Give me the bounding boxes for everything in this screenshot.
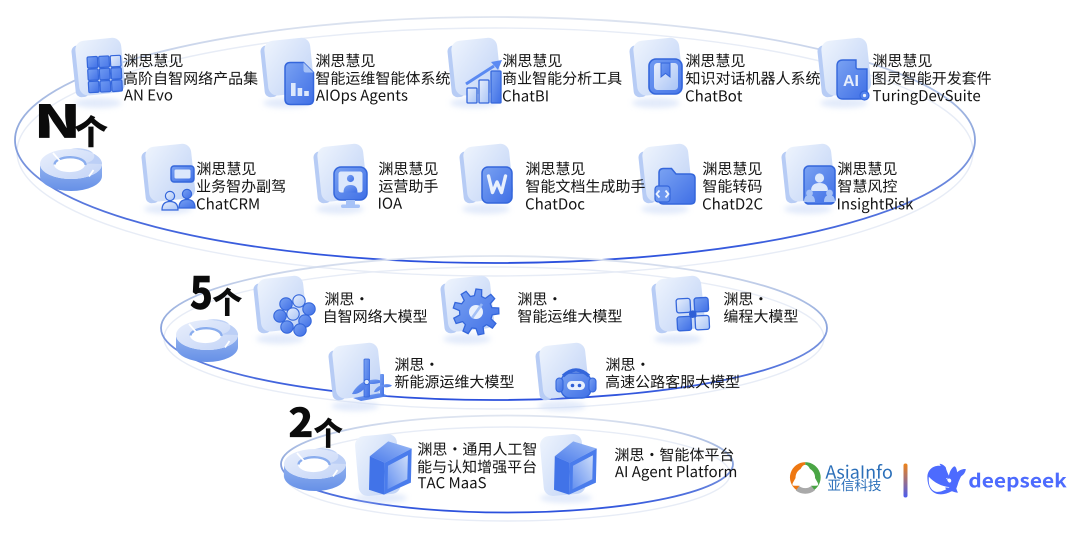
svg-text:AI: AI xyxy=(843,73,859,90)
